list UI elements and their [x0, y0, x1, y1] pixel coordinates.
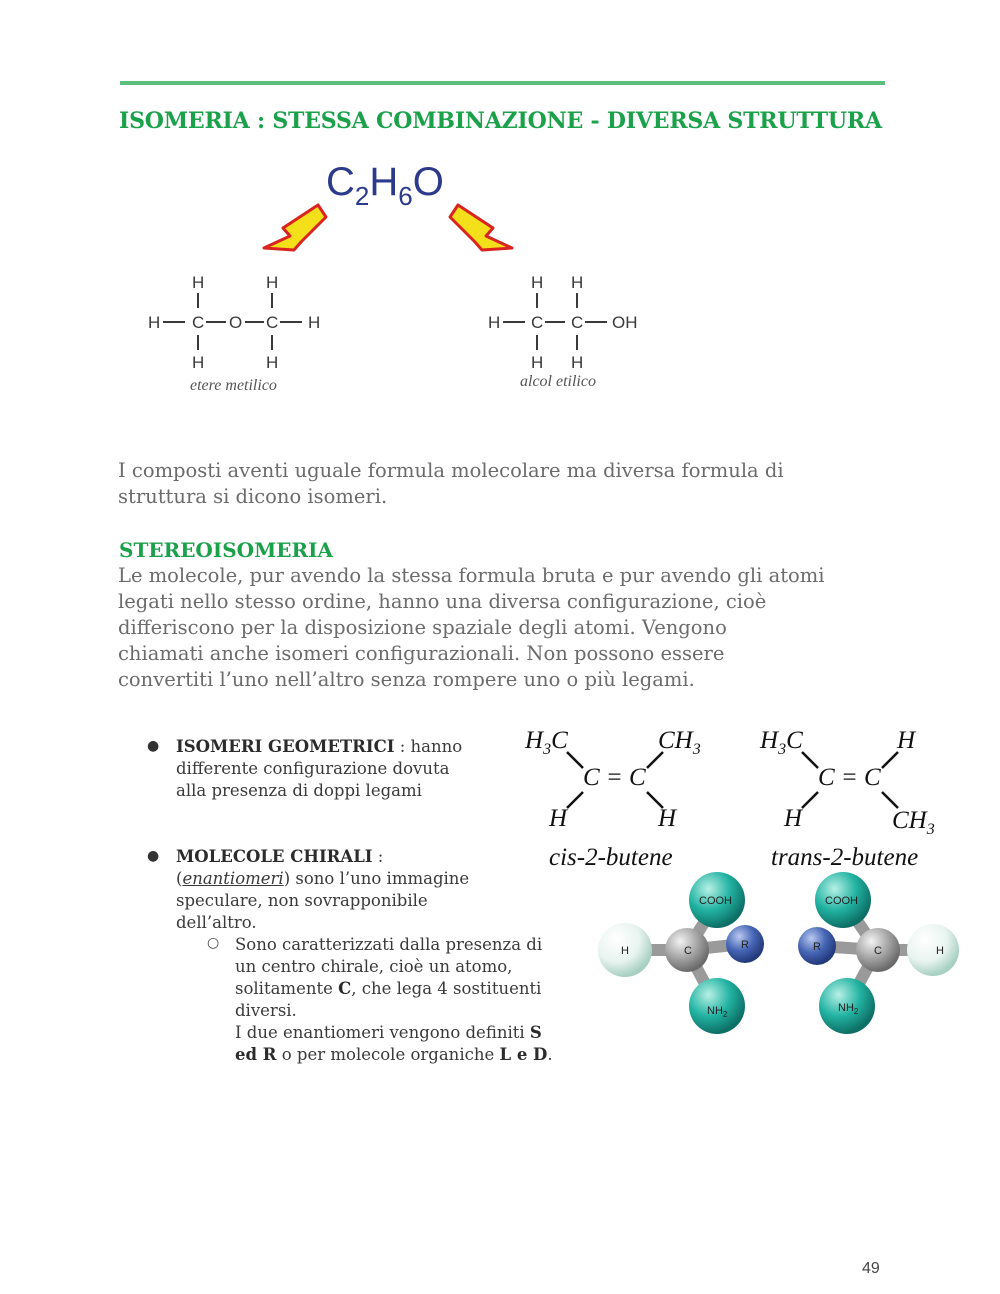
- enantiomer-figure: H COOH R C NH2 H COOH R C NH2: [598, 872, 959, 1034]
- svg-text:H: H: [148, 313, 160, 332]
- enantiomeri-term: enantiomeri: [182, 869, 284, 888]
- enantiomer-right: H COOH R C NH2: [798, 872, 959, 1034]
- top-rule: [120, 81, 885, 85]
- svg-text:C: C: [531, 313, 543, 332]
- trans-ch3: CH3: [892, 807, 935, 838]
- etere-metilico-structure: H H H C O C H H H: [148, 273, 320, 372]
- svg-text:H: H: [192, 353, 204, 372]
- cis-label: cis-2-butene: [549, 844, 673, 871]
- svg-text:O: O: [229, 313, 242, 332]
- svg-text:COOH: COOH: [825, 895, 858, 907]
- trans-h3c: H3C: [759, 727, 803, 758]
- svg-text:NH2: NH2: [838, 1002, 859, 1016]
- cis-h-left: H: [548, 805, 569, 832]
- trans-h: H: [896, 727, 917, 754]
- svg-text:H: H: [571, 273, 583, 292]
- svg-text:H: H: [531, 273, 543, 292]
- svg-text:H: H: [266, 273, 278, 292]
- svg-text:R: R: [741, 939, 749, 951]
- svg-text:H: H: [531, 353, 543, 372]
- geometric-bold: ISOMERI GEOMETRICI: [176, 737, 395, 756]
- svg-text:C: C: [192, 313, 204, 332]
- butene-figure: H3C CH3 C = C H H cis-2-butene H3C H C =…: [524, 727, 935, 871]
- svg-text:COOH: COOH: [699, 895, 732, 907]
- svg-text:R: R: [813, 941, 821, 953]
- stereo-line: chiamati anche isomeri configurazionali.…: [118, 642, 725, 665]
- right-caption: alcol etilico: [520, 373, 596, 390]
- chiral-item: MOLECOLE CHIRALI : (enantiomeri) sono l’…: [176, 847, 470, 932]
- svg-text:H: H: [308, 313, 320, 332]
- stereo-line: Le molecole, pur avendo la stessa formul…: [118, 564, 825, 587]
- intro-line-2: struttura si dicono isomeri.: [118, 485, 388, 508]
- alcol-etilico-structure: H H H C C OH H H: [488, 273, 638, 372]
- svg-text:C: C: [266, 313, 278, 332]
- chiral-bold: MOLECOLE CHIRALI: [176, 847, 373, 866]
- page-heading: ISOMERIA : STESSA COMBINAZIONE - DIVERSA…: [119, 108, 882, 134]
- page-number: 49: [862, 1260, 880, 1277]
- cis-h3c: H3C: [524, 727, 568, 758]
- cis-ch3: CH3: [658, 727, 701, 758]
- svg-text:H: H: [621, 945, 629, 957]
- stereo-line: differiscono per la disposizione spazial…: [118, 616, 727, 639]
- chiral-subitem: Sono caratterizzati dalla presenza di un…: [235, 935, 553, 1064]
- isomer-figure: C2H6O H H H C O C H H H etere metilico H…: [118, 150, 658, 405]
- left-arrow-icon: [262, 203, 328, 252]
- formula: C2H6O: [326, 160, 444, 211]
- svg-text:C: C: [874, 945, 882, 957]
- trans-h-left: H: [783, 805, 804, 832]
- intro-paragraph: I composti aventi uguale formula molecol…: [118, 458, 898, 510]
- svg-text:C: C: [571, 313, 583, 332]
- svg-text:H: H: [488, 313, 500, 332]
- stereo-heading: STEREOISOMERIA: [119, 538, 333, 562]
- cis-h-right: H: [657, 805, 678, 832]
- svg-text:C: C: [684, 945, 692, 957]
- svg-text:OH: OH: [612, 313, 638, 332]
- svg-text:H: H: [192, 273, 204, 292]
- right-arrow-icon: [448, 203, 514, 252]
- svg-text:H: H: [266, 353, 278, 372]
- trans-double-bond: C = C: [818, 764, 881, 791]
- cis-double-bond: C = C: [583, 764, 646, 791]
- left-caption: etere metilico: [190, 377, 277, 394]
- bullet-dot: ●: [147, 738, 160, 754]
- sub-bullet-circle: ○: [207, 935, 220, 951]
- bullet-dot: ●: [147, 848, 160, 864]
- trans-label: trans-2-butene: [771, 844, 918, 871]
- stereo-line: convertiti l’uno nell’altro senza romper…: [118, 668, 695, 691]
- geometric-item: ISOMERI GEOMETRICI : hanno differente co…: [176, 737, 463, 800]
- svg-text:H: H: [936, 945, 944, 957]
- svg-text:NH2: NH2: [707, 1005, 728, 1019]
- intro-line-1: I composti aventi uguale formula molecol…: [118, 459, 784, 482]
- svg-text:H: H: [571, 353, 583, 372]
- stereo-line: legati nello stesso ordine, hanno una di…: [118, 590, 767, 613]
- enantiomer-left: H COOH R C NH2: [598, 872, 764, 1034]
- stereo-paragraph: Le molecole, pur avendo la stessa formul…: [118, 563, 908, 693]
